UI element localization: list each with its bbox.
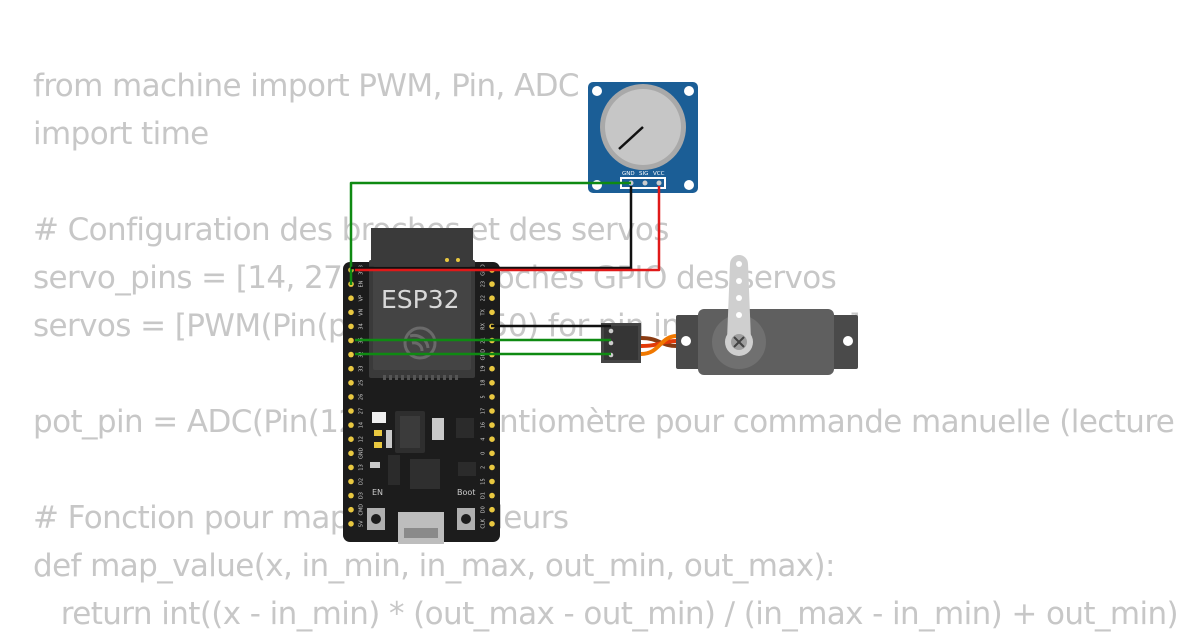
header-pin-right[interactable] <box>489 422 495 428</box>
pin-label-left: 14 <box>359 422 365 428</box>
header-pin-right[interactable] <box>489 464 495 471</box>
header-pin-right[interactable] <box>489 295 495 302</box>
wire-pot-vcc[interactable] <box>355 186 661 272</box>
pin-label-left: VP <box>359 295 365 301</box>
header-pin-right[interactable] <box>489 436 495 443</box>
header-pin-right[interactable] <box>489 478 495 485</box>
boot-label: Boot <box>457 488 475 497</box>
pin-label-right: TX <box>481 308 487 316</box>
boot-button[interactable] <box>457 508 475 530</box>
pin-label-left: 13 <box>359 464 365 470</box>
pin-label-right: 15 <box>481 478 487 484</box>
header-pin-right[interactable] <box>489 450 495 457</box>
pin-label-right: CLK <box>481 518 487 528</box>
antenna <box>371 228 473 266</box>
pin-label-right: 23 <box>481 281 487 287</box>
pin-label-right: 18 <box>481 380 487 386</box>
esp32-board[interactable]: ESP32 EN Boot <box>343 228 500 544</box>
header-pin-left[interactable] <box>348 521 354 527</box>
usb-chip <box>410 459 440 489</box>
pin-label-left: VN <box>359 308 365 315</box>
pin-label-left: D3 <box>359 492 365 499</box>
header-pin-right[interactable] <box>489 521 495 527</box>
header-pin-left[interactable] <box>348 295 354 302</box>
pin-label-right: 4 <box>481 438 487 441</box>
header-pin-left[interactable] <box>348 478 354 485</box>
header-pin-left[interactable] <box>348 464 354 471</box>
mount-hole <box>684 180 694 190</box>
pin-label-right: 17 <box>481 408 487 414</box>
pin-label-right: RX <box>481 322 487 329</box>
header-pin-left[interactable] <box>348 492 354 499</box>
pin-label-left: D2 <box>359 478 365 485</box>
pin-label-left: 33 <box>359 366 365 372</box>
pin-label-right: 16 <box>481 422 487 428</box>
header-pin-right[interactable] <box>489 380 495 386</box>
potentiometer[interactable]: GND SIG VCC <box>588 82 698 193</box>
pin-label-right: D0 <box>481 506 487 513</box>
header-pin-right[interactable] <box>489 281 495 287</box>
header-pin-left[interactable] <box>348 380 354 386</box>
header-pin-left[interactable] <box>348 422 354 428</box>
pin-label-left: 27 <box>359 408 365 414</box>
header-pin-left[interactable] <box>348 365 354 372</box>
header-pin-left[interactable] <box>348 506 354 513</box>
pin-label-left: 25 <box>359 380 365 386</box>
pot-pin-sig-label: SIG <box>639 171 648 177</box>
pin-label-right: 2 <box>481 466 487 469</box>
pin-label-left: 34 <box>359 323 365 329</box>
header-pin-right[interactable] <box>489 309 495 316</box>
header-pin-right[interactable] <box>489 408 495 414</box>
code-line: from machine import PWM, Pin, ADC <box>33 68 580 104</box>
pot-pin[interactable] <box>656 180 662 186</box>
pin-label-right: 22 <box>481 295 487 301</box>
pot-pin[interactable] <box>642 180 648 186</box>
header-pin-left[interactable] <box>348 394 354 400</box>
header-pin-left[interactable] <box>348 408 354 414</box>
pin-label-left: CMD <box>359 504 365 516</box>
pin-label-left: EN <box>359 280 365 287</box>
header-pin-left[interactable] <box>348 436 354 443</box>
mount-hole <box>592 180 602 190</box>
wires <box>349 181 661 356</box>
wire-pot-gnd[interactable] <box>351 186 633 270</box>
header-pin-right[interactable] <box>489 394 495 400</box>
pin-label-right: 19 <box>481 366 487 372</box>
header-pin-right[interactable] <box>489 506 495 513</box>
header-pin-left[interactable] <box>348 309 354 316</box>
header-pin-left[interactable] <box>348 323 354 330</box>
header-pin-left[interactable] <box>348 450 354 457</box>
code-line: return int((x - in_min) * (out_max - out… <box>33 596 1179 632</box>
en-button[interactable] <box>367 508 385 530</box>
pin-label-right: 0 <box>481 452 487 455</box>
pot-indicator <box>618 126 644 150</box>
header-pin-left[interactable] <box>348 337 354 344</box>
pot-pin-vcc-label: VCC <box>653 171 665 177</box>
pin-label-left: 26 <box>359 394 365 400</box>
mount-hole <box>592 86 602 96</box>
espressif-logo-icon <box>403 326 437 360</box>
pin-label-left: GND <box>359 447 365 459</box>
code-line: import time <box>33 116 209 152</box>
servo-motor[interactable] <box>601 255 858 375</box>
esp32-label: ESP32 <box>381 285 460 314</box>
screw-icon <box>733 336 745 348</box>
en-label: EN <box>372 488 383 497</box>
pin-label-left: 12 <box>359 436 365 442</box>
header-pin-right[interactable] <box>489 365 495 372</box>
pin-label-left: 5V <box>359 520 365 527</box>
mount-hole <box>684 86 694 96</box>
header-pin-left[interactable] <box>348 351 354 358</box>
pin-label-right: D1 <box>481 492 487 499</box>
pot-pin-gnd-label: GND <box>622 171 635 177</box>
header-pin-right[interactable] <box>489 492 495 499</box>
pin-label-right: 5 <box>481 395 487 398</box>
code-line: def map_value(x, in_min, in_max, out_min… <box>33 548 835 584</box>
code-line: # Configuration des broches et des servo… <box>33 212 669 248</box>
wire-pot-signal[interactable] <box>349 181 631 285</box>
